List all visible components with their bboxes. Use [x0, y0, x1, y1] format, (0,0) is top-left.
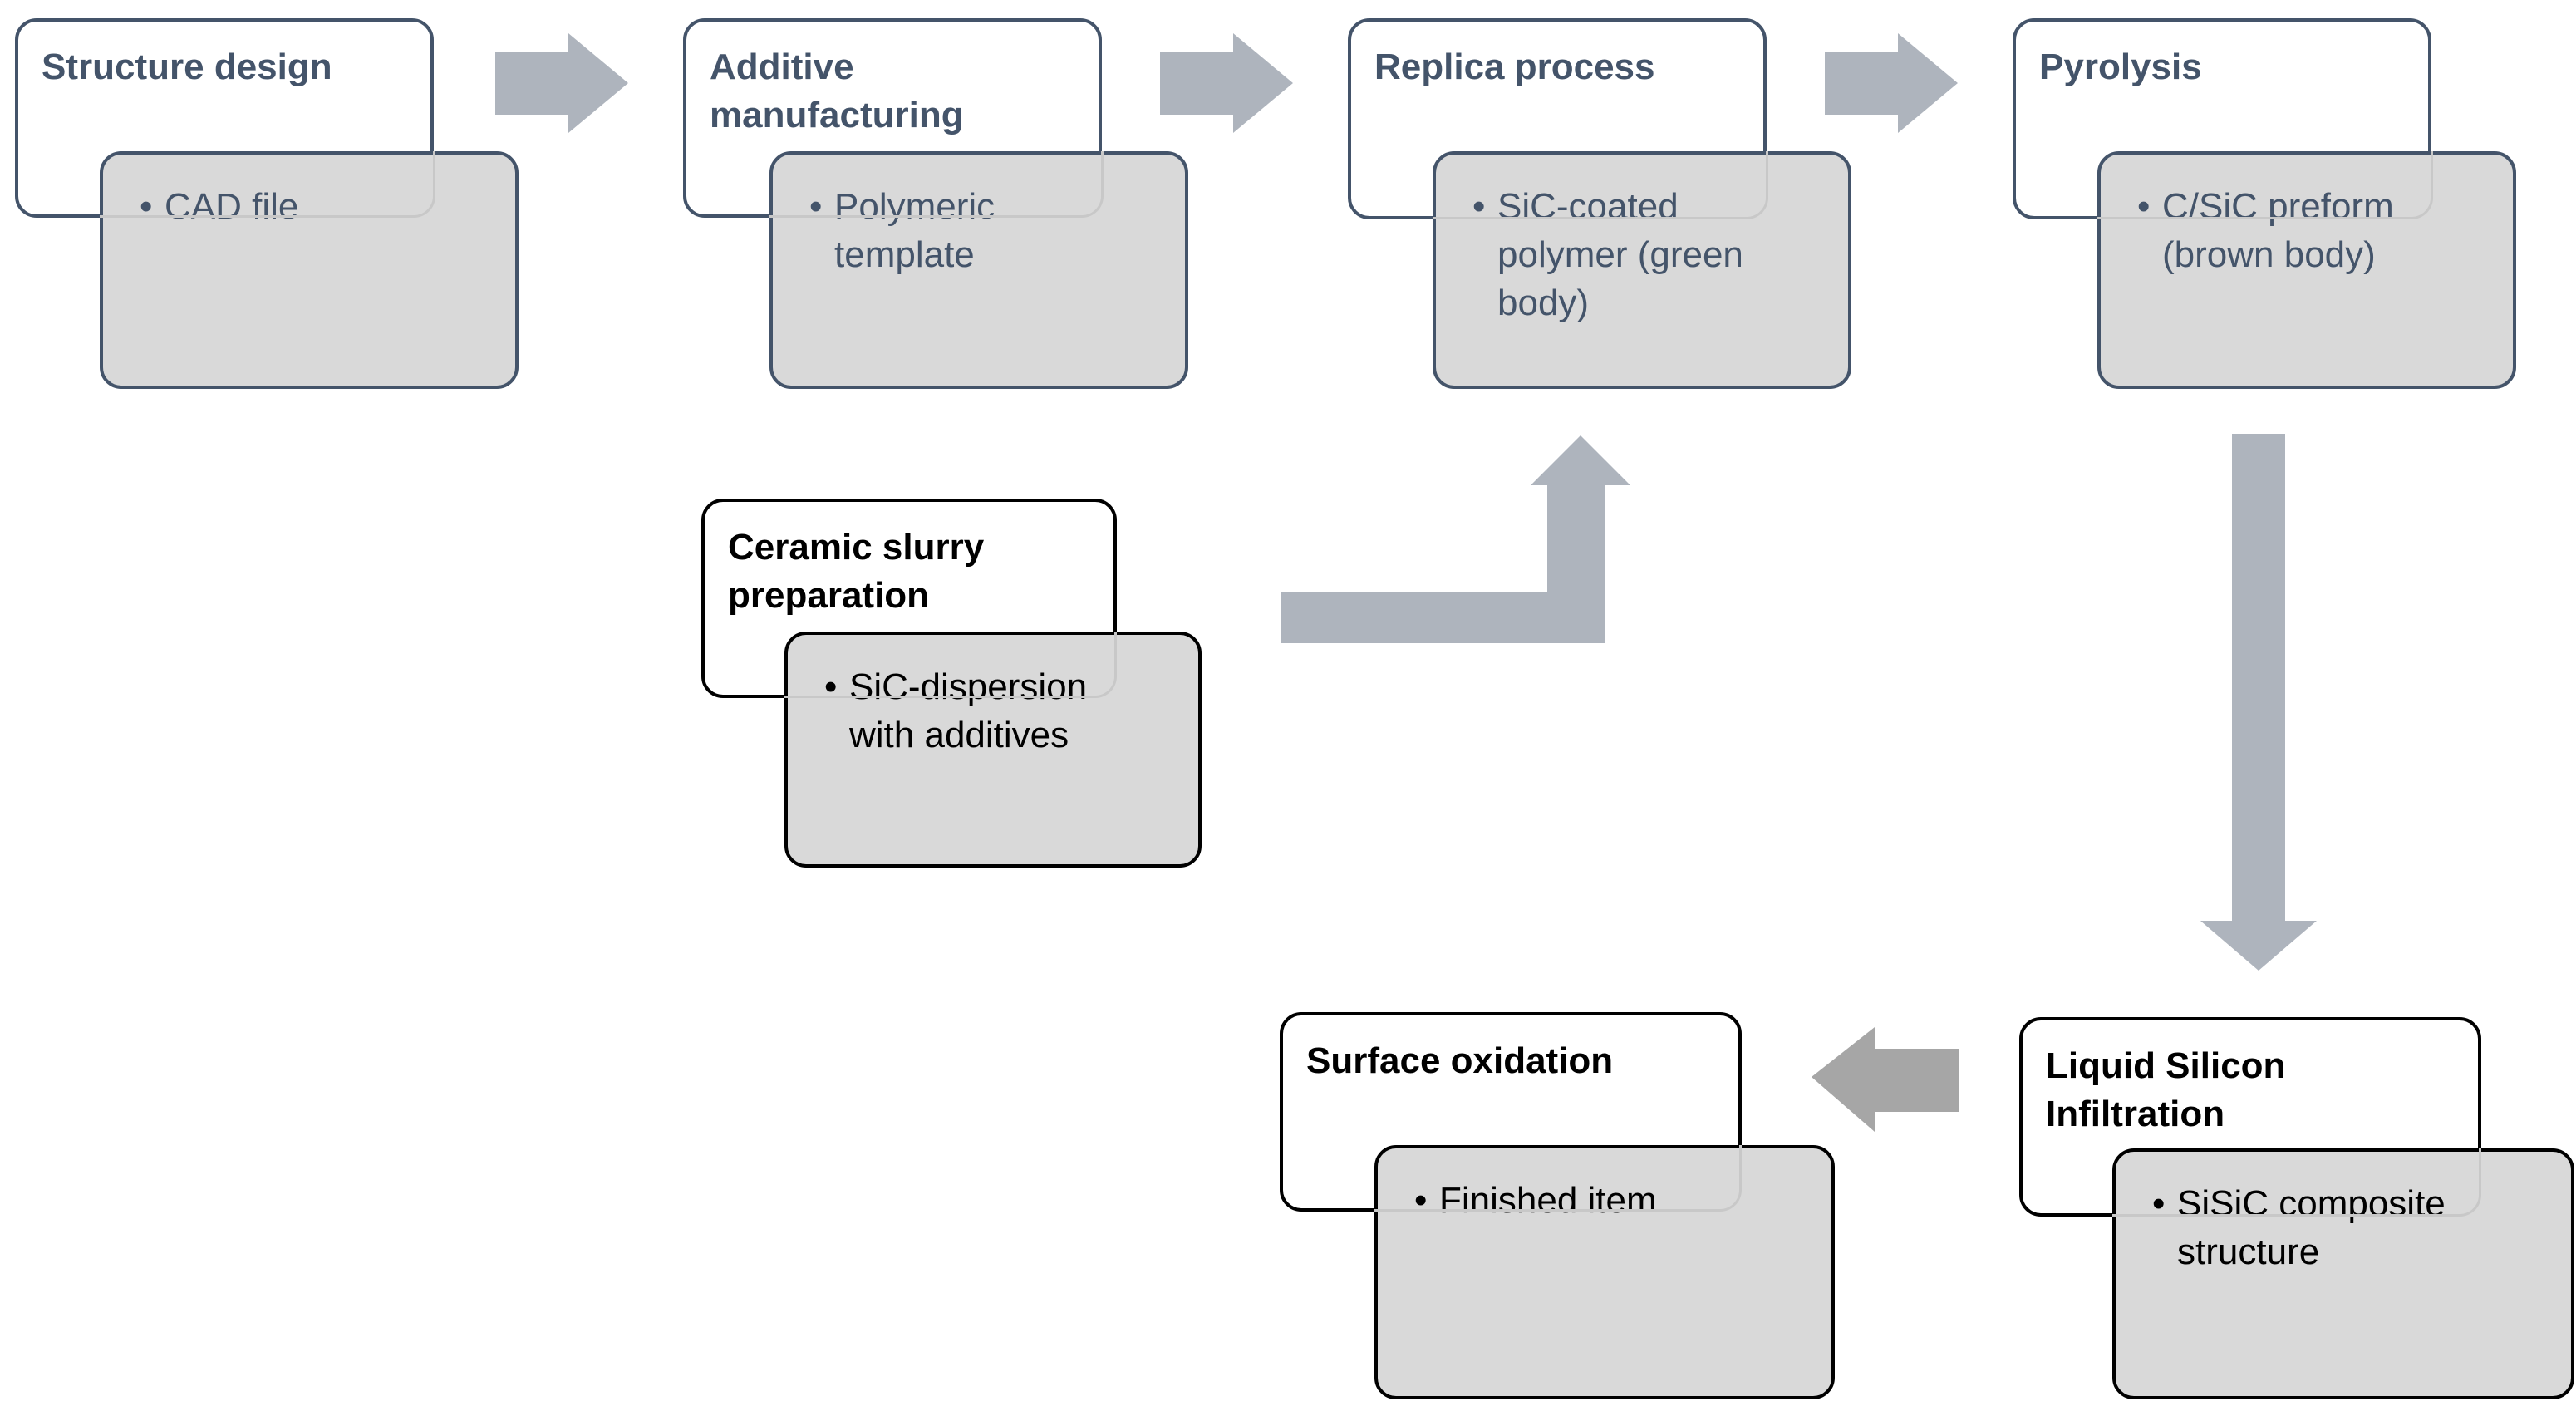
- step-detail-box: • Polymeric template: [769, 151, 1188, 389]
- bullet-dot-icon: •: [2137, 186, 2151, 227]
- step-bullet: • SiC-coated polymer (green body): [1472, 183, 1805, 327]
- bullet-dot-icon: •: [809, 186, 823, 227]
- step-detail-box: • SiC-coated polymer (green body): [1433, 151, 1851, 389]
- arrow-right-3: [1825, 33, 1958, 133]
- step-title: Pyrolysis: [2039, 47, 2202, 87]
- arrow-right-2: [1160, 33, 1293, 133]
- bullet-dot-icon: •: [2152, 1183, 2166, 1224]
- step-title: Structure design: [42, 47, 332, 87]
- step-bullet: • SiSiC composite structure: [2152, 1180, 2518, 1276]
- step-title: Additive manufacturing: [710, 47, 964, 135]
- bullet-dot-icon: •: [1472, 186, 1486, 227]
- arrow-down: [2200, 434, 2317, 971]
- step-bullet: • C/SiC preform (brown body): [2137, 183, 2470, 279]
- step-bullet: • Finished item: [1414, 1177, 1657, 1225]
- arrow-left: [1812, 1027, 1959, 1132]
- bullet-dot-icon: •: [1414, 1180, 1428, 1221]
- step-bullet: • CAD file: [140, 183, 298, 231]
- arrow-right-1: [495, 33, 628, 133]
- step-bullet: • SiC-dispersion with additives: [824, 663, 1140, 760]
- step-detail-box: • Finished item: [1374, 1145, 1835, 1399]
- step-detail-box: • C/SiC preform (brown body): [2097, 151, 2516, 389]
- step-title: Surface oxidation: [1306, 1040, 1614, 1081]
- bullet-dot-icon: •: [824, 666, 838, 707]
- step-title: Ceramic slurry preparation: [728, 527, 985, 616]
- step-detail-box: • CAD file: [100, 151, 519, 389]
- step-detail-box: • SiSiC composite structure: [2112, 1148, 2574, 1399]
- step-title: Liquid Silicon Infiltration: [2046, 1045, 2286, 1134]
- arrow-slurry-to-replica: [1281, 435, 1630, 643]
- step-title: Replica process: [1374, 47, 1655, 87]
- bullet-dot-icon: •: [140, 186, 153, 227]
- step-detail-box: • SiC-dispersion with additives: [784, 632, 1202, 868]
- step-bullet: • Polymeric template: [809, 183, 1109, 279]
